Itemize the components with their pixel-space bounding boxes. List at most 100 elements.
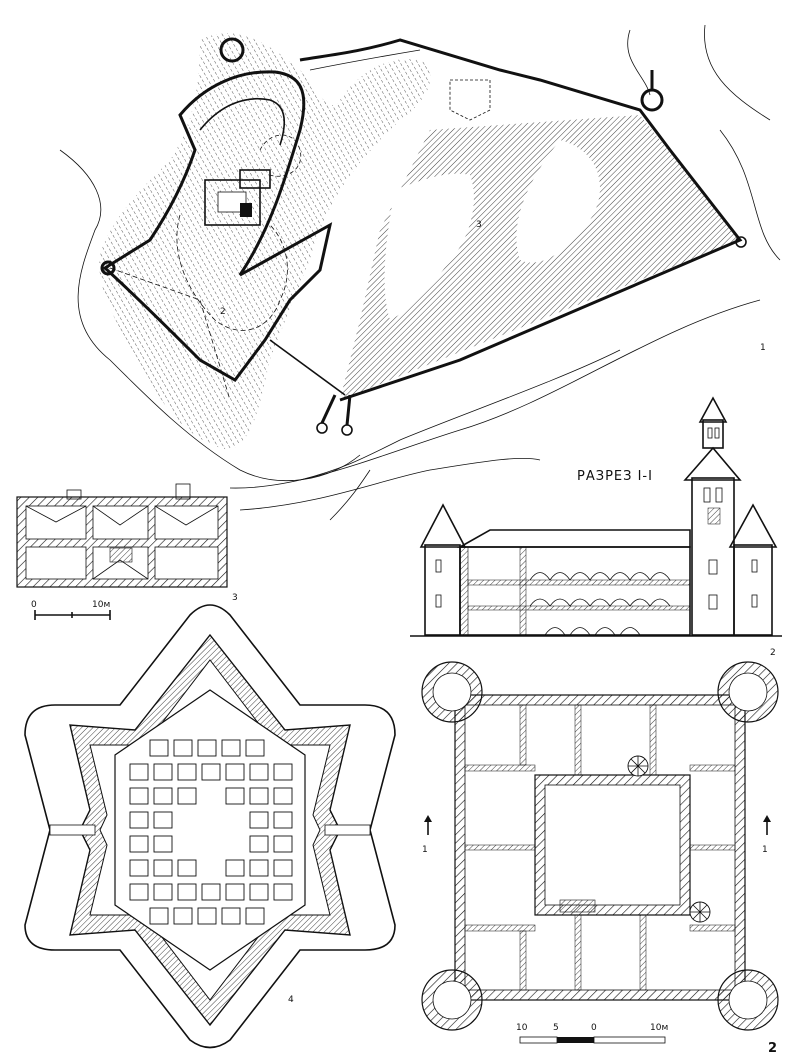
tower-south-gate-b xyxy=(341,424,353,436)
clock-tower-roof xyxy=(683,446,742,481)
tower-hatched-opening xyxy=(707,507,721,525)
scale-label-5: 5 xyxy=(553,1023,559,1033)
corner-tower-ne-inner xyxy=(728,672,768,712)
clock-tower-body xyxy=(691,477,735,636)
window xyxy=(751,559,758,573)
tower-south-gate-a xyxy=(316,422,328,434)
site-plan-castle: 2 3 1 xyxy=(59,24,781,521)
plan3-figure-number: 3 xyxy=(232,593,238,603)
plan1-zone-3-label: 3 xyxy=(476,220,482,230)
tower-west xyxy=(100,260,116,276)
earthwork-outline xyxy=(259,134,302,177)
courtyard xyxy=(544,784,681,906)
section-marker-right-arrow xyxy=(763,815,771,822)
terrain-line xyxy=(329,469,371,521)
earthwork-outline xyxy=(176,214,288,331)
belfry-spire xyxy=(698,396,728,423)
belfry-window xyxy=(707,427,713,439)
partition-walls xyxy=(464,704,736,991)
lower-bailey-inner-blank xyxy=(384,173,474,320)
room xyxy=(154,505,219,540)
corner-tower-se-inner xyxy=(728,980,768,1020)
straight-stair xyxy=(559,899,596,913)
terrain-line xyxy=(299,349,621,481)
lower-bailey-wall xyxy=(299,38,743,402)
main-body xyxy=(459,546,691,636)
tower-east xyxy=(640,88,664,112)
ground-arches xyxy=(544,627,641,636)
upper-castle-inner-ring xyxy=(199,98,286,146)
right-tower-body xyxy=(733,544,773,636)
palace-annex xyxy=(239,169,271,189)
corner-tower-sw-inner xyxy=(432,980,472,1020)
palace-block xyxy=(204,179,261,226)
scale-label-10m: 10м xyxy=(92,600,110,610)
lower-bailey-wall-west xyxy=(269,339,346,396)
vault-lines xyxy=(25,505,219,580)
window xyxy=(435,594,442,608)
church-outline xyxy=(449,79,491,121)
tower-north xyxy=(219,37,245,63)
plan2-section-figure-number: 2 xyxy=(770,648,776,658)
arcade-upper xyxy=(529,572,671,581)
porch xyxy=(175,483,191,500)
room xyxy=(154,546,219,580)
terrain-line xyxy=(59,149,361,481)
glacis-outline xyxy=(24,604,396,1049)
floor-slab xyxy=(467,605,691,611)
hill-slope xyxy=(99,33,431,450)
castle-section: РАЗРЕЗ I-I xyxy=(410,396,782,658)
gate-wall xyxy=(345,394,352,426)
tower-window xyxy=(703,487,711,503)
room xyxy=(25,546,87,580)
lower-bailey-inner-blank xyxy=(516,140,600,263)
plan1-zone-2-label: 2 xyxy=(220,307,226,317)
belfry xyxy=(702,419,724,449)
terrain-line xyxy=(704,24,771,121)
section-cut-wall xyxy=(459,546,469,636)
tower-window xyxy=(708,594,718,610)
gate-east xyxy=(324,824,371,836)
spiral-stair-south-steps xyxy=(690,902,710,922)
terrain-line xyxy=(239,457,541,511)
scale-label-0: 0 xyxy=(31,600,37,610)
section-marker-left-label: 1 xyxy=(422,845,428,855)
town-blocks xyxy=(129,739,293,925)
right-tower-roof xyxy=(728,503,778,548)
gate-wall xyxy=(320,394,337,424)
terrain-line xyxy=(627,29,651,96)
tower-window xyxy=(708,559,718,575)
left-tower-body xyxy=(424,544,461,636)
room xyxy=(92,505,149,540)
inner-wall-left xyxy=(519,546,527,636)
section-title: РАЗРЕЗ I-I xyxy=(577,469,653,484)
spiral-stair-north-steps xyxy=(628,756,648,776)
corner-tower-nw-inner xyxy=(432,672,472,712)
scale-bar-segment xyxy=(593,1036,666,1044)
scale-bar-segment xyxy=(519,1036,558,1044)
window xyxy=(751,594,758,608)
window xyxy=(435,559,442,573)
palace-court xyxy=(217,191,247,213)
scale-bar-segment xyxy=(557,1037,594,1043)
belfry-window xyxy=(714,427,720,439)
section-marker-right-label: 1 xyxy=(762,845,768,855)
porch xyxy=(66,489,82,500)
upper-castle-wall xyxy=(102,70,333,382)
scale-label-10m: 10м xyxy=(650,1023,668,1033)
floor-slab xyxy=(467,579,691,586)
star-fortress-plan: 4 xyxy=(24,604,396,1049)
plan4-figure-number: 4 xyxy=(288,995,294,1005)
plan2-floor-figure-number: 2 xyxy=(768,1041,777,1056)
arcade-lower xyxy=(529,598,671,607)
tower-window xyxy=(715,487,723,503)
main-roof xyxy=(456,529,691,548)
plan1-figure-number: 1 xyxy=(760,343,766,353)
tower-southeast xyxy=(735,236,747,248)
keep-square xyxy=(240,203,252,217)
lower-bailey-wall-inner xyxy=(309,49,421,71)
scale-label-10: 10 xyxy=(516,1023,528,1033)
castle-floor-plan: 1 1 10 5 0 10м 2 xyxy=(421,661,779,1056)
building-plan-small: 0 10м 3 xyxy=(16,483,238,620)
section-marker-left-arrow xyxy=(424,815,432,822)
